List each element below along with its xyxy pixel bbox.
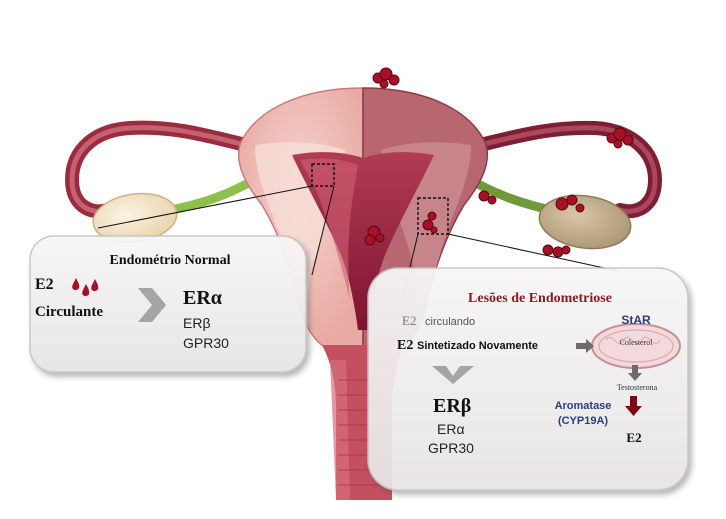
arrow-into-mitochondrion-icon [576,339,594,353]
lesion-panel-title: Lesões de Endometriose [468,291,612,306]
aromatase-gene-label: (CYP19A) [558,415,608,427]
lesion-primary-receptor: ERβ [433,395,471,417]
star-label: StAR [621,313,651,327]
right-ovary [538,194,632,250]
e2-synth-suffix: Sintetizado Novamente [417,340,538,352]
normal-primary-receptor: ERα [183,287,222,309]
zoom-box-lesion [417,197,449,235]
normal-receptor-gpr30: GPR30 [183,335,229,351]
normal-panel-title: Endométrio Normal [110,253,231,268]
left-fallopian-tube [64,120,275,219]
lesion-panel: Lesões de Endometriose E2 circulando E2 … [367,267,689,491]
e2-circulating-label: E2 [402,313,416,328]
testosterone-label: Testosterona [617,383,658,392]
circulating-e2-label: E2 [35,276,54,293]
blood-drops-icon [72,278,99,297]
aromatase-label: Aromatase [555,400,612,412]
e2-circulating-suffix: circulando [425,316,475,328]
e2-synth-label: E2 [397,338,413,353]
circulating-e2-sublabel: Circulante [35,304,103,320]
lesion-receptor-gpr30: GPR30 [428,440,474,456]
zoom-box-normal [311,163,335,187]
arrow-to-e2-icon [625,396,642,416]
chevron-right-icon [138,288,166,322]
cholesterol-label: Colesterol [620,338,654,347]
normal-receptor-erb: ERβ [183,315,211,331]
e2-product-label: E2 [626,430,641,445]
lesion-receptor-era: ERα [437,421,465,437]
chevron-down-icon [432,366,474,384]
normal-endometrium-panel: Endométrio Normal E2 Circulante ERα ERβ … [29,235,307,373]
lesion-nodules [364,67,634,258]
arrow-to-testosterone-icon [628,365,642,381]
